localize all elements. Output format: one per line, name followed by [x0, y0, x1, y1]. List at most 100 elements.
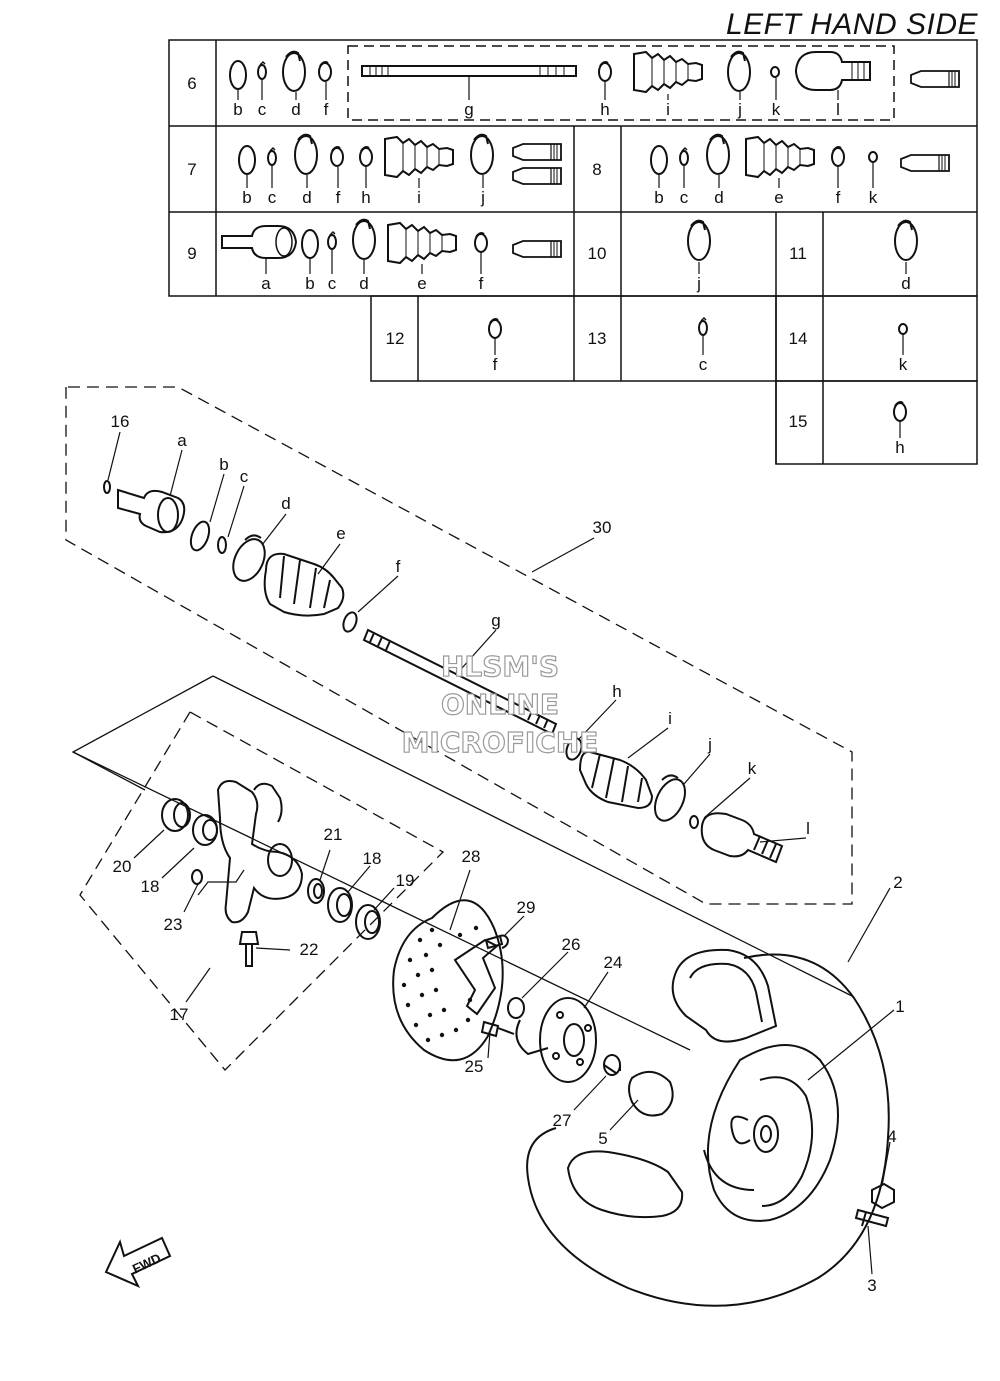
kit-row-6-letters: b c d f g h i j k l [233, 100, 840, 119]
svg-text:20: 20 [113, 857, 132, 876]
svg-text:3: 3 [867, 1276, 876, 1295]
wheel-parts [526, 948, 895, 1307]
svg-text:k: k [869, 188, 878, 207]
kit-row-7-icons [238, 133, 562, 185]
svg-text:g: g [464, 100, 473, 119]
svg-text:18: 18 [141, 877, 160, 896]
svg-text:h: h [612, 682, 621, 701]
svg-text:d: d [714, 188, 723, 207]
kit-row-14: 14 [789, 329, 808, 348]
svg-text:2: 2 [893, 873, 902, 892]
svg-text:f: f [336, 188, 341, 207]
callout-lines [107, 431, 895, 1275]
kit-row-numbers: 6 7 8 9 10 11 12 13 14 15 [187, 74, 807, 431]
svg-text:d: d [359, 274, 368, 293]
svg-text:j: j [480, 188, 485, 207]
kit-row-13: 13 [588, 329, 607, 348]
svg-text:b: b [305, 274, 314, 293]
svg-text:h: h [361, 188, 370, 207]
svg-text:c: c [268, 188, 277, 207]
svg-text:e: e [774, 188, 783, 207]
svg-text:22: 22 [300, 940, 319, 959]
svg-text:j: j [707, 735, 712, 754]
svg-text:28: 28 [462, 847, 481, 866]
svg-text:b: b [219, 455, 228, 474]
kit-row-9-icons [221, 218, 562, 264]
svg-text:a: a [261, 274, 271, 293]
svg-text:c: c [258, 100, 267, 119]
svg-text:18: 18 [363, 849, 382, 868]
svg-text:f: f [493, 355, 498, 374]
kit-row-7: 7 [187, 160, 196, 179]
svg-text:MICROFICHE: MICROFICHE [402, 726, 599, 759]
knuckle-dashed-boundary [79, 711, 445, 1071]
kit-row-12: 12 [386, 329, 405, 348]
svg-text:j: j [737, 100, 742, 119]
outer-joint-icon [795, 51, 871, 91]
svg-text:d: d [291, 100, 300, 119]
svg-text:1: 1 [895, 997, 904, 1016]
svg-text:e: e [336, 524, 345, 543]
svg-text:f: f [324, 100, 329, 119]
hub-parts [392, 899, 674, 1117]
svg-text:19: 19 [396, 871, 415, 890]
svg-text:ONLINE: ONLINE [441, 688, 559, 721]
svg-text:k: k [772, 100, 781, 119]
svg-text:30: 30 [593, 518, 612, 537]
svg-text:c: c [699, 355, 708, 374]
kit-row-7-letters: b c d f h i j [242, 188, 485, 207]
kit-row-8-letters: b c d e f k [654, 188, 877, 207]
svg-text:i: i [668, 709, 672, 728]
svg-text:5: 5 [598, 1129, 607, 1148]
kit-single-icons [488, 219, 918, 422]
svg-text:d: d [302, 188, 311, 207]
svg-text:21: 21 [324, 825, 343, 844]
svg-text:i: i [666, 100, 670, 119]
svg-text:27: 27 [553, 1111, 572, 1130]
svg-text:b: b [242, 188, 251, 207]
inner-joint-icon [221, 225, 298, 259]
svg-text:i: i [417, 188, 421, 207]
svg-text:k: k [748, 759, 757, 778]
svg-text:HLSM'S: HLSM'S [441, 650, 559, 683]
kit-row-6-icons [229, 50, 960, 93]
svg-text:f: f [396, 557, 401, 576]
svg-text:d: d [901, 274, 910, 293]
kit-table [168, 39, 978, 465]
svg-text:17: 17 [170, 1005, 189, 1024]
kit-row-15: 15 [789, 412, 808, 431]
svg-text:c: c [240, 467, 249, 486]
svg-text:e: e [417, 274, 426, 293]
svg-text:16: 16 [111, 412, 130, 431]
kit-row-8: 8 [592, 160, 601, 179]
kit-row-6: 6 [187, 74, 196, 93]
page-title: LEFT HAND SIDE [725, 8, 978, 41]
svg-text:d: d [281, 494, 290, 513]
svg-text:f: f [479, 274, 484, 293]
svg-text:b: b [233, 100, 242, 119]
watermark: HLSM'S ONLINE MICROFICHE [401, 649, 599, 759]
shaft-assembly-parts [103, 480, 784, 864]
svg-text:26: 26 [562, 935, 581, 954]
svg-text:l: l [836, 100, 840, 119]
kit-row-9-letters: a b c d e f [261, 274, 483, 293]
kit-row-8-icons [650, 133, 950, 178]
svg-text:l: l [806, 819, 810, 838]
svg-text:c: c [680, 188, 689, 207]
kit-single-letters: j d f c k h [493, 274, 911, 457]
svg-text:25: 25 [465, 1057, 484, 1076]
knuckle-parts [161, 780, 381, 967]
svg-text:29: 29 [517, 898, 536, 917]
svg-text:j: j [696, 274, 701, 293]
kit-row-9: 9 [187, 244, 196, 263]
shaft-assembly-boundary [65, 386, 853, 905]
kit-row-11: 11 [789, 244, 807, 263]
svg-text:b: b [654, 188, 663, 207]
svg-text:c: c [328, 274, 337, 293]
callout-labels: 16 a b c d e f g h i j k l 30 20 18 23 2… [111, 412, 905, 1295]
svg-text:g: g [491, 611, 500, 630]
kit-row-10: 10 [588, 244, 607, 263]
svg-text:k: k [899, 355, 908, 374]
svg-text:h: h [895, 438, 904, 457]
